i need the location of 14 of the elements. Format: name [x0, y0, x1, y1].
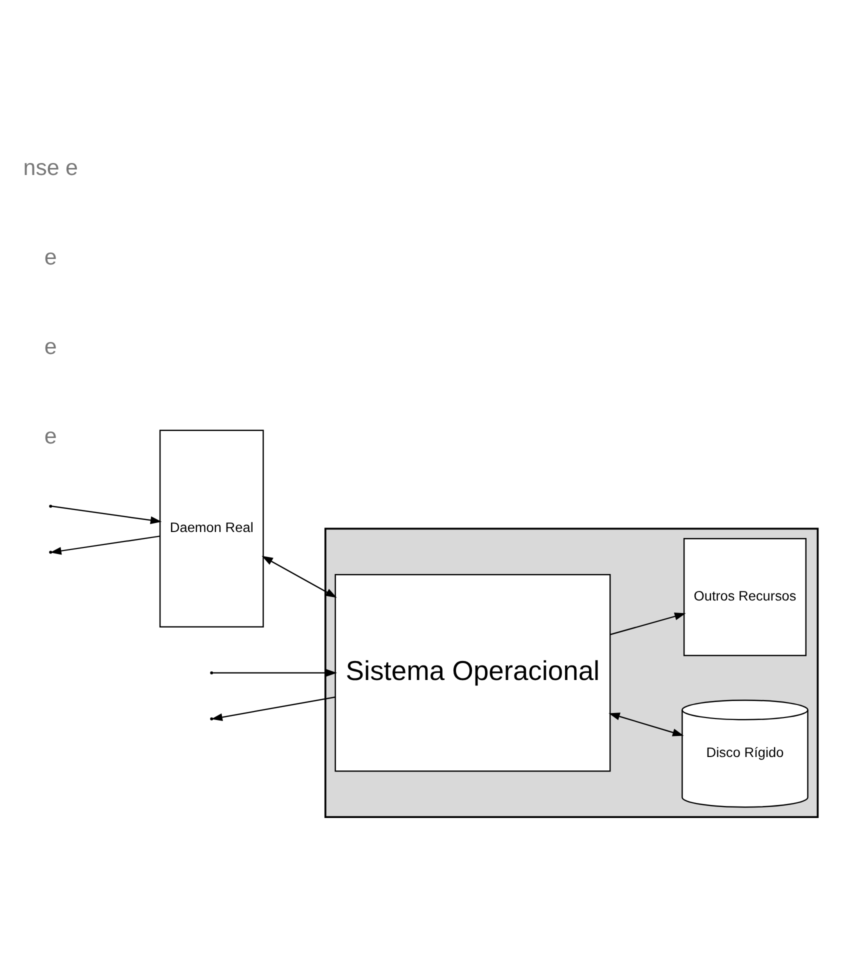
arrow — [262, 555, 337, 598]
label: e — [44, 244, 57, 269]
node-box: Daemon Real — [159, 429, 264, 627]
arrow — [50, 535, 160, 554]
arrow — [608, 712, 684, 736]
arrow — [52, 505, 162, 524]
label: e — [44, 422, 57, 448]
node-box: Outros Recursos — [683, 537, 807, 656]
node-box: Sistema Operacional — [334, 574, 611, 772]
arrow — [610, 612, 686, 635]
label: nse e — [23, 154, 78, 180]
arrow — [213, 668, 338, 676]
arrow — [211, 696, 336, 721]
label: e — [44, 333, 57, 358]
